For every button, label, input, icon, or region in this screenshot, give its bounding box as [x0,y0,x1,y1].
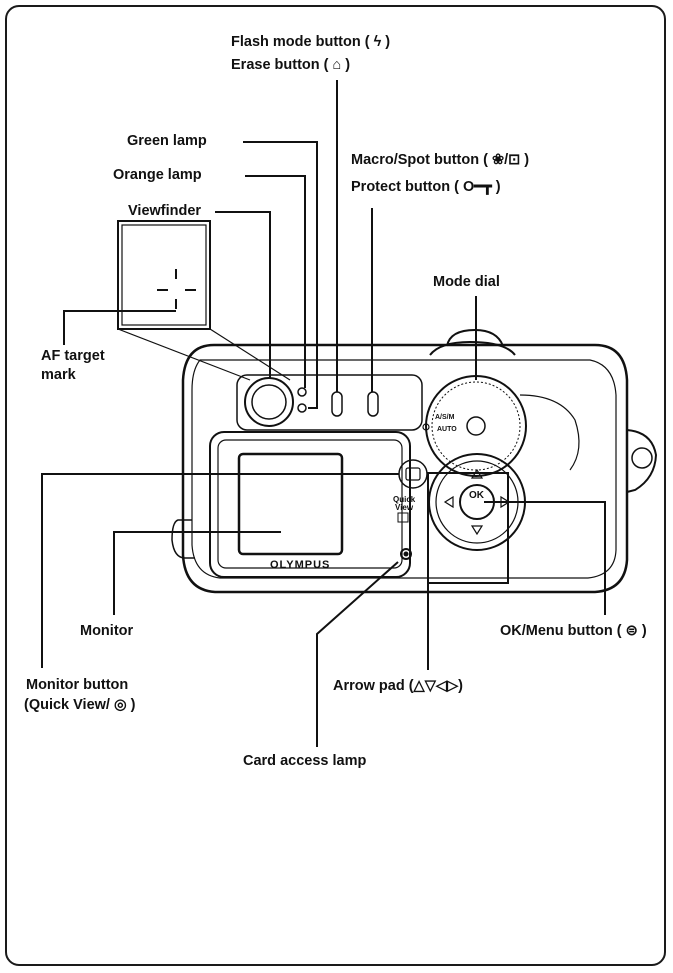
dial-auto-text: AUTO [437,426,457,433]
quick-view-text-2: View [395,503,414,512]
ok-menu-label: OK/Menu button ( ⊜ ) [500,623,647,639]
viewfinder-zoom-frame [117,220,211,330]
dial-asm-text: A/S/M [435,414,455,421]
card-access-lamp-label: Card access lamp [243,753,367,769]
monitor-label: Monitor [80,623,134,639]
ok-button-text: OK [469,490,484,501]
page-frame [5,5,666,966]
orange-lamp-label: Orange lamp [113,167,202,183]
mode-dial-label: Mode dial [433,274,500,290]
camera-body [181,343,629,594]
erase-label: Erase button ( ⌂ ) [231,57,351,73]
monitor-button-label-1: Monitor button [26,677,129,693]
green-lamp-label: Green lamp [127,133,207,149]
protect-label: Protect button ( O━┳ ) [351,179,501,195]
af-target-label-2: mark [41,367,76,383]
quick-view-text-1: Quick [393,495,416,504]
flash-mode-label: Flash mode button ( ϟ ) [231,34,391,50]
brand-logo-text: OLYMPUS [270,559,331,571]
af-target-label-1: AF target [41,348,105,364]
arrow-pad-label: Arrow pad (△▽◁▷) [333,678,463,694]
macro-spot-label: Macro/Spot button ( ❀/⊡ ) [351,152,530,168]
monitor-button-label-2: (Quick View/ ◎ ) [24,697,136,713]
viewfinder-label: Viewfinder [128,203,202,219]
